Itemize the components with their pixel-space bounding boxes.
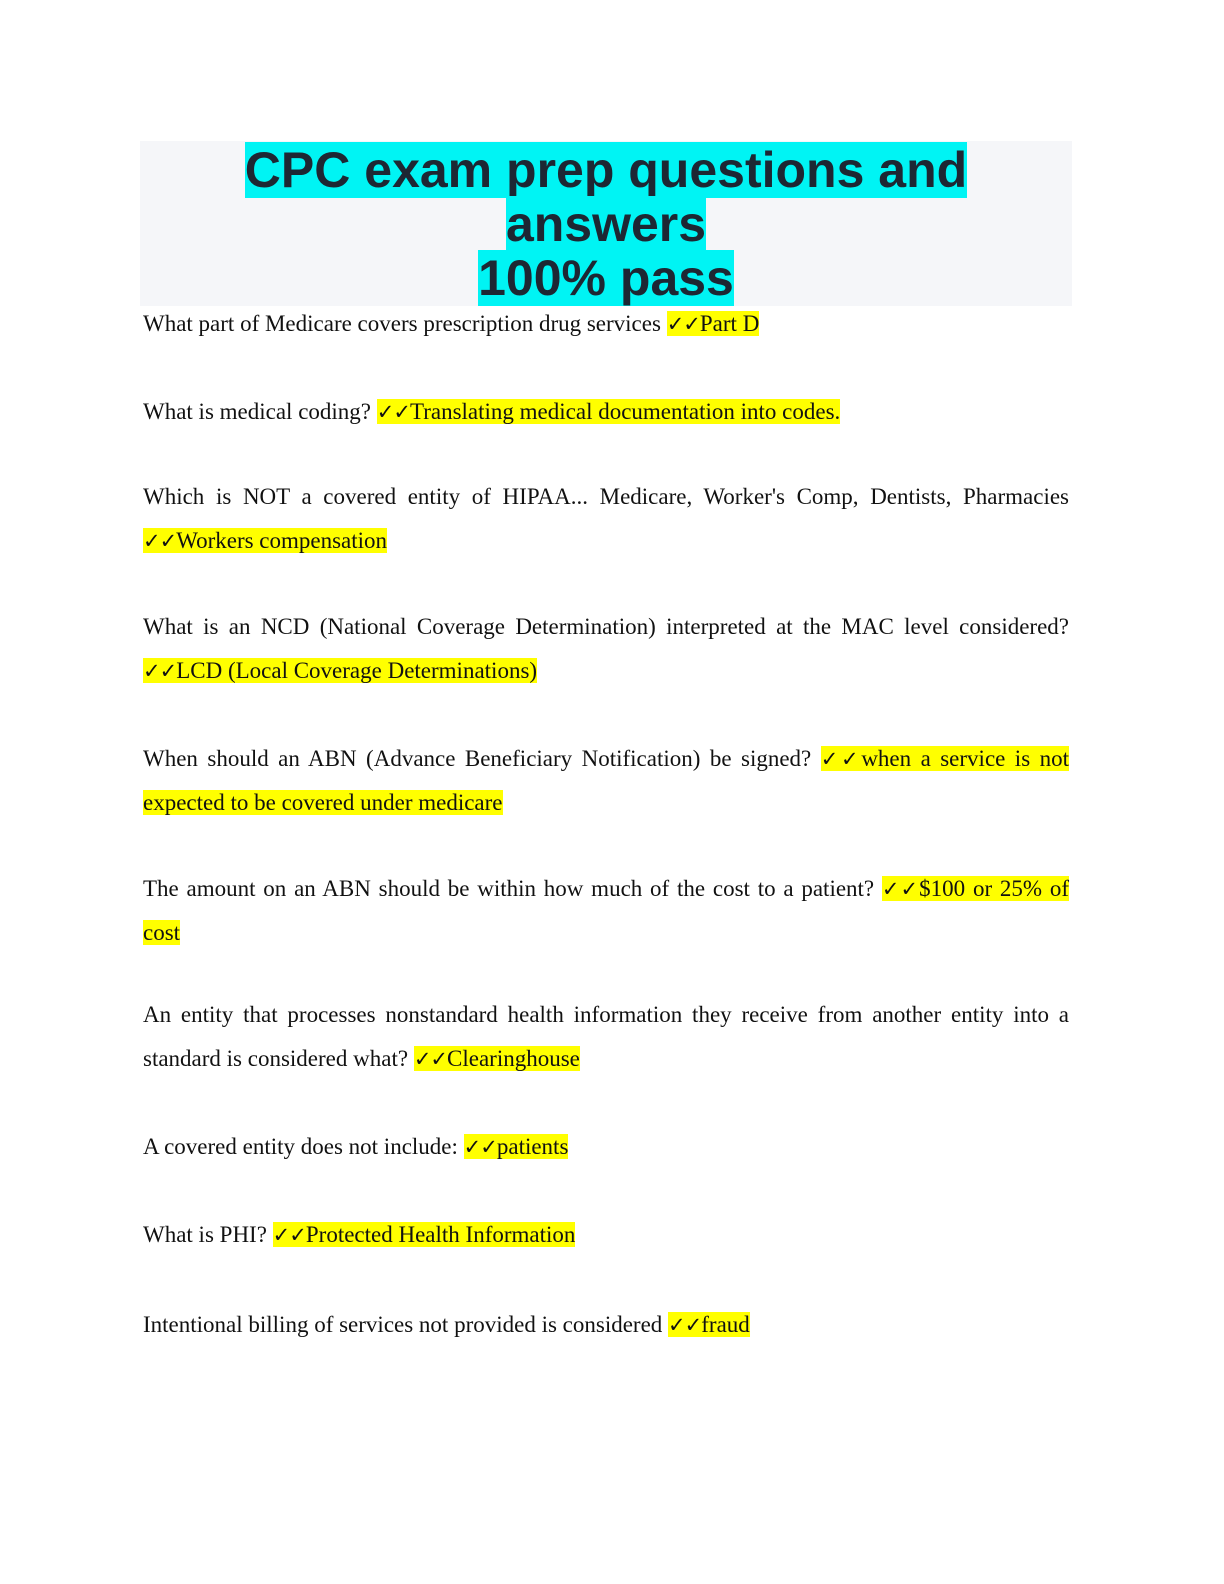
double-check-icon: ✓✓: [413, 1047, 448, 1071]
answer-highlight: ✓✓Workers compensation: [143, 528, 388, 553]
question-text: An entity that processes nonstandard hea…: [143, 1002, 1069, 1071]
qa-item: Which is NOT a covered entity of HIPAA..…: [143, 475, 1069, 563]
question-text: What part of Medicare covers prescriptio…: [143, 311, 667, 336]
answer-highlight: ✓✓Clearinghouse: [413, 1046, 580, 1071]
qa-item: When should an ABN (Advance Beneficiary …: [143, 737, 1069, 825]
title-line-2: 100% pass: [478, 250, 734, 306]
qa-item: Intentional billing of services not prov…: [143, 1303, 1069, 1347]
answer-text: $100 or 25% of cost: [143, 876, 1069, 945]
question-text: What is medical coding?: [143, 399, 377, 424]
answer-highlight: ✓✓Protected Health Information: [272, 1222, 576, 1247]
answer-text: Protected Health Information: [305, 1222, 576, 1247]
answer-highlight: ✓✓Translating medical documentation into…: [376, 399, 841, 424]
double-check-icon: ✓✓: [881, 877, 920, 901]
double-check-icon: ✓✓: [272, 1223, 307, 1247]
qa-item: What is an NCD (National Coverage Determ…: [143, 605, 1069, 693]
double-check-icon: ✓✓: [668, 1313, 702, 1337]
question-text: The amount on an ABN should be within ho…: [143, 876, 882, 901]
qa-item: The amount on an ABN should be within ho…: [143, 867, 1069, 955]
answer-text: Clearinghouse: [447, 1046, 580, 1071]
qa-item: A covered entity does not include: ✓✓pat…: [143, 1125, 1069, 1169]
answer-text: fraud: [701, 1312, 750, 1337]
qa-item: An entity that processes nonstandard hea…: [143, 993, 1069, 1081]
double-check-icon: ✓✓: [666, 312, 701, 336]
question-text: What is an NCD (National Coverage Determ…: [143, 614, 1069, 639]
qa-item: What is PHI? ✓✓Protected Health Informat…: [143, 1213, 1069, 1257]
question-text: A covered entity does not include:: [143, 1134, 464, 1159]
question-text: Intentional billing of services not prov…: [143, 1312, 669, 1337]
answer-text: patients: [496, 1134, 569, 1159]
double-check-icon: ✓✓: [143, 529, 177, 553]
answer-text: Translating medical documentation into c…: [409, 399, 841, 424]
answer-text: Workers compensation: [176, 528, 388, 553]
question-text: When should an ABN (Advance Beneficiary …: [143, 746, 821, 771]
answer-highlight: ✓✓Part D: [666, 311, 760, 336]
title-line-1: CPC exam prep questions and answers: [244, 142, 968, 252]
double-check-icon: ✓✓: [820, 747, 863, 771]
answer-highlight: ✓✓patients: [463, 1134, 569, 1159]
answer-text: when a service is not expected to be cov…: [143, 746, 1069, 815]
answer-highlight: ✓✓fraud: [668, 1312, 750, 1337]
double-check-icon: ✓✓: [463, 1135, 498, 1159]
qa-item: What part of Medicare covers prescriptio…: [143, 302, 1069, 346]
question-text: Which is NOT a covered entity of HIPAA..…: [143, 484, 1069, 509]
answer-text: Part D: [699, 311, 760, 336]
answer-text: LCD (Local Coverage Determinations): [176, 658, 538, 683]
answer-highlight: ✓✓LCD (Local Coverage Determinations): [143, 658, 538, 683]
double-check-icon: ✓✓: [376, 400, 411, 424]
question-text: What is PHI?: [143, 1222, 273, 1247]
double-check-icon: ✓✓: [143, 659, 177, 683]
qa-item: What is medical coding? ✓✓Translating me…: [143, 390, 1069, 434]
